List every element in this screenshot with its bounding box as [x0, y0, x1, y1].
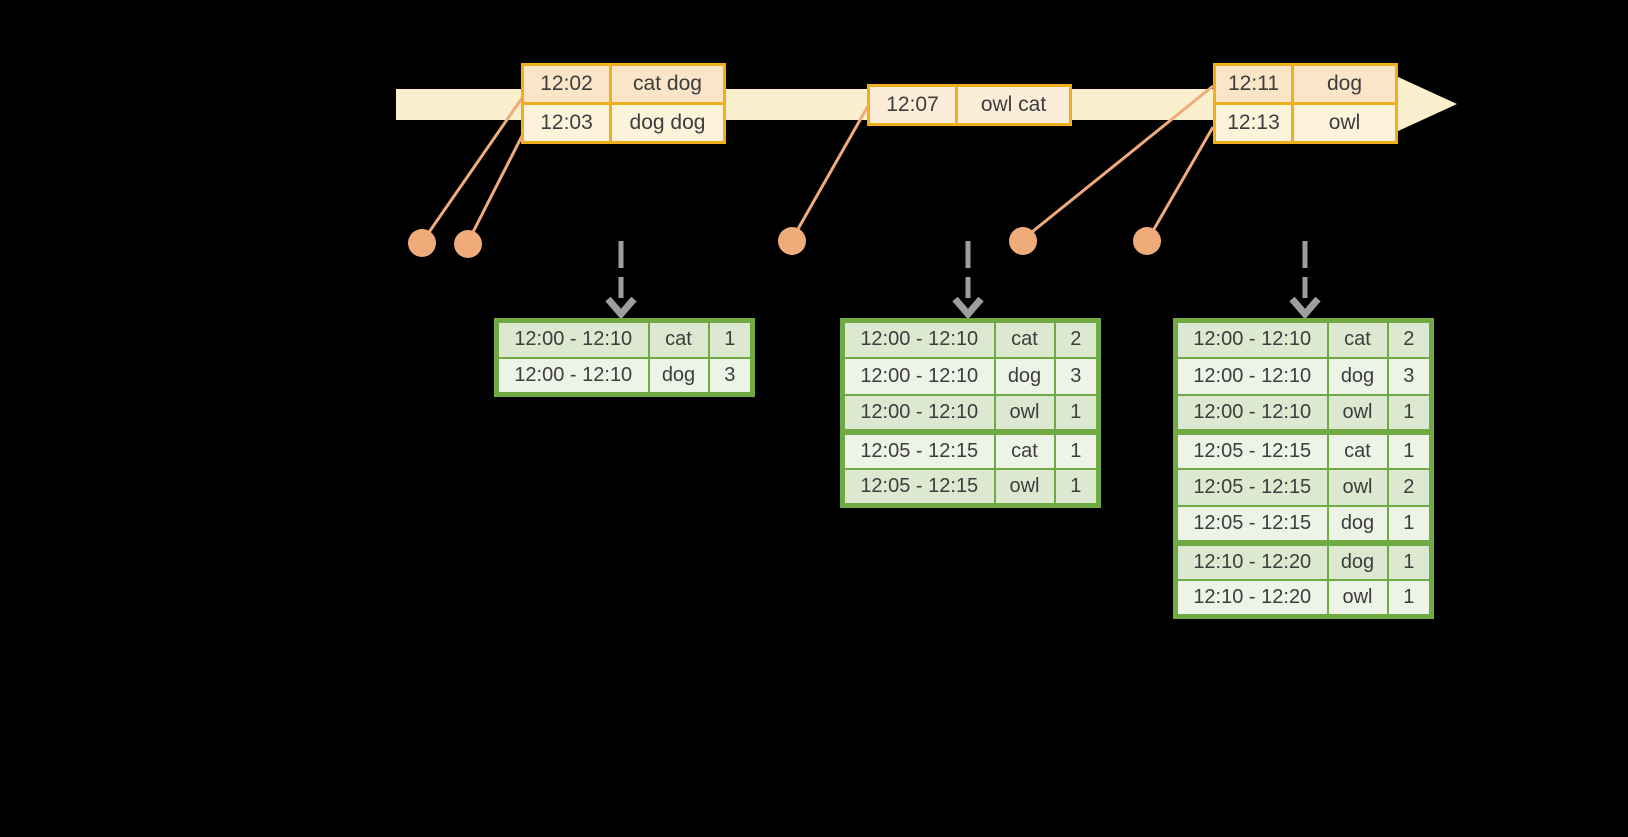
count-cell: 3 [1053, 356, 1100, 396]
count-cell: 3 [707, 356, 754, 396]
result-table-2: 12:00 - 12:10 cat 2 12:00 - 12:10 dog 3 … [840, 318, 1101, 508]
window-cell: 12:05 - 12:15 [1174, 467, 1329, 507]
window-cell: 12:05 - 12:15 [841, 428, 996, 470]
connector-line [423, 97, 524, 239]
event-row: 12:11 dog [1213, 63, 1398, 105]
window-cell: 12:05 - 12:15 [841, 467, 996, 507]
window-cell: 12:10 - 12:20 [1174, 578, 1329, 618]
window-cell: 12:00 - 12:10 [841, 319, 996, 359]
word-cell: dog [1326, 539, 1389, 581]
word-cell: dog [993, 356, 1056, 396]
event-words: dog dog [609, 102, 726, 144]
event-words: owl cat [955, 84, 1072, 126]
event-time: 12:13 [1213, 102, 1294, 144]
window-cell: 12:05 - 12:15 [1174, 504, 1329, 544]
word-cell: cat [647, 319, 710, 359]
table-row: 12:10 - 12:20 dog 1 [1174, 539, 1433, 581]
table-row: 12:00 - 12:10 cat 2 [1174, 319, 1433, 359]
count-cell: 1 [1386, 393, 1433, 433]
count-cell: 2 [1386, 319, 1433, 359]
event-time: 12:07 [867, 84, 958, 126]
event-dots [408, 227, 1161, 258]
window-cell: 12:00 - 12:10 [1174, 393, 1329, 433]
window-cell: 12:00 - 12:10 [495, 319, 650, 359]
word-cell: dog [1326, 356, 1389, 396]
window-cell: 12:05 - 12:15 [1174, 428, 1329, 470]
count-cell: 1 [1386, 539, 1433, 581]
count-cell: 1 [1386, 428, 1433, 470]
count-cell: 1 [1053, 467, 1100, 507]
table-row: 12:00 - 12:10 dog 3 [1174, 356, 1433, 396]
event-row: 12:02 cat dog [521, 63, 726, 105]
connector-line [1026, 84, 1214, 238]
event-words: owl [1291, 102, 1398, 144]
table-row: 12:05 - 12:15 dog 1 [1174, 504, 1433, 544]
window-cell: 12:00 - 12:10 [841, 356, 996, 396]
word-cell: cat [1326, 319, 1389, 359]
count-cell: 2 [1386, 467, 1433, 507]
table-row: 12:00 - 12:10 owl 1 [1174, 393, 1433, 433]
count-cell: 1 [1053, 428, 1100, 470]
table-row: 12:00 - 12:10 dog 3 [841, 356, 1100, 396]
timeline-arrowhead-icon [1396, 76, 1457, 132]
connector-line [792, 105, 870, 237]
connector-line [468, 131, 526, 239]
word-cell: cat [993, 319, 1056, 359]
event-box-3: 12:11 dog 12:13 owl [1213, 63, 1398, 144]
arrowhead-down-icon [605, 296, 637, 320]
event-row: 12:13 owl [1213, 102, 1398, 144]
table-row: 12:00 - 12:10 dog 3 [495, 356, 754, 396]
table-row: 12:00 - 12:10 cat 2 [841, 319, 1100, 359]
table-row: 12:05 - 12:15 owl 2 [1174, 467, 1433, 507]
event-dot-icon [778, 227, 806, 255]
count-cell: 1 [1386, 504, 1433, 544]
word-cell: cat [993, 428, 1056, 470]
word-cell: cat [1326, 428, 1389, 470]
event-dot-icon [408, 229, 436, 257]
window-cell: 12:10 - 12:20 [1174, 539, 1329, 581]
count-cell: 1 [707, 319, 754, 359]
event-words: cat dog [609, 63, 726, 105]
event-connector-lines [423, 84, 1215, 239]
word-cell: owl [1326, 467, 1389, 507]
table-row: 12:05 - 12:15 cat 1 [841, 428, 1100, 470]
window-cell: 12:00 - 12:10 [495, 356, 650, 396]
table-row: 12:10 - 12:20 owl 1 [1174, 578, 1433, 618]
event-time: 12:02 [521, 63, 612, 105]
event-dot-icon [1009, 227, 1037, 255]
word-cell: owl [993, 393, 1056, 433]
arrowhead-down-icon [1289, 296, 1321, 320]
count-cell: 3 [1386, 356, 1433, 396]
window-cell: 12:00 - 12:10 [841, 393, 996, 433]
table-row: 12:00 - 12:10 cat 1 [495, 319, 754, 359]
table-row: 12:05 - 12:15 owl 1 [841, 467, 1100, 507]
result-table-1: 12:00 - 12:10 cat 1 12:00 - 12:10 dog 3 [494, 318, 755, 397]
event-time: 12:03 [521, 102, 612, 144]
result-table-3: 12:00 - 12:10 cat 2 12:00 - 12:10 dog 3 … [1173, 318, 1434, 619]
event-dot-icon [1133, 227, 1161, 255]
count-cell: 1 [1386, 578, 1433, 618]
word-cell: dog [647, 356, 710, 396]
table-row: 12:00 - 12:10 owl 1 [841, 393, 1100, 433]
trigger-arrows [605, 241, 1321, 320]
word-cell: owl [1326, 578, 1389, 618]
word-cell: dog [1326, 504, 1389, 544]
count-cell: 2 [1053, 319, 1100, 359]
window-cell: 12:00 - 12:10 [1174, 356, 1329, 396]
event-row: 12:07 owl cat [867, 84, 1072, 126]
event-words: dog [1291, 63, 1398, 105]
event-row: 12:03 dog dog [521, 102, 726, 144]
count-cell: 1 [1053, 393, 1100, 433]
connector-line [1148, 126, 1215, 237]
event-box-2: 12:07 owl cat [867, 84, 1072, 126]
event-dot-icon [454, 230, 482, 258]
window-cell: 12:00 - 12:10 [1174, 319, 1329, 359]
word-cell: owl [1326, 393, 1389, 433]
event-time: 12:11 [1213, 63, 1294, 105]
event-box-1: 12:02 cat dog 12:03 dog dog [521, 63, 726, 144]
table-row: 12:05 - 12:15 cat 1 [1174, 428, 1433, 470]
word-cell: owl [993, 467, 1056, 507]
arrowhead-down-icon [952, 296, 984, 320]
